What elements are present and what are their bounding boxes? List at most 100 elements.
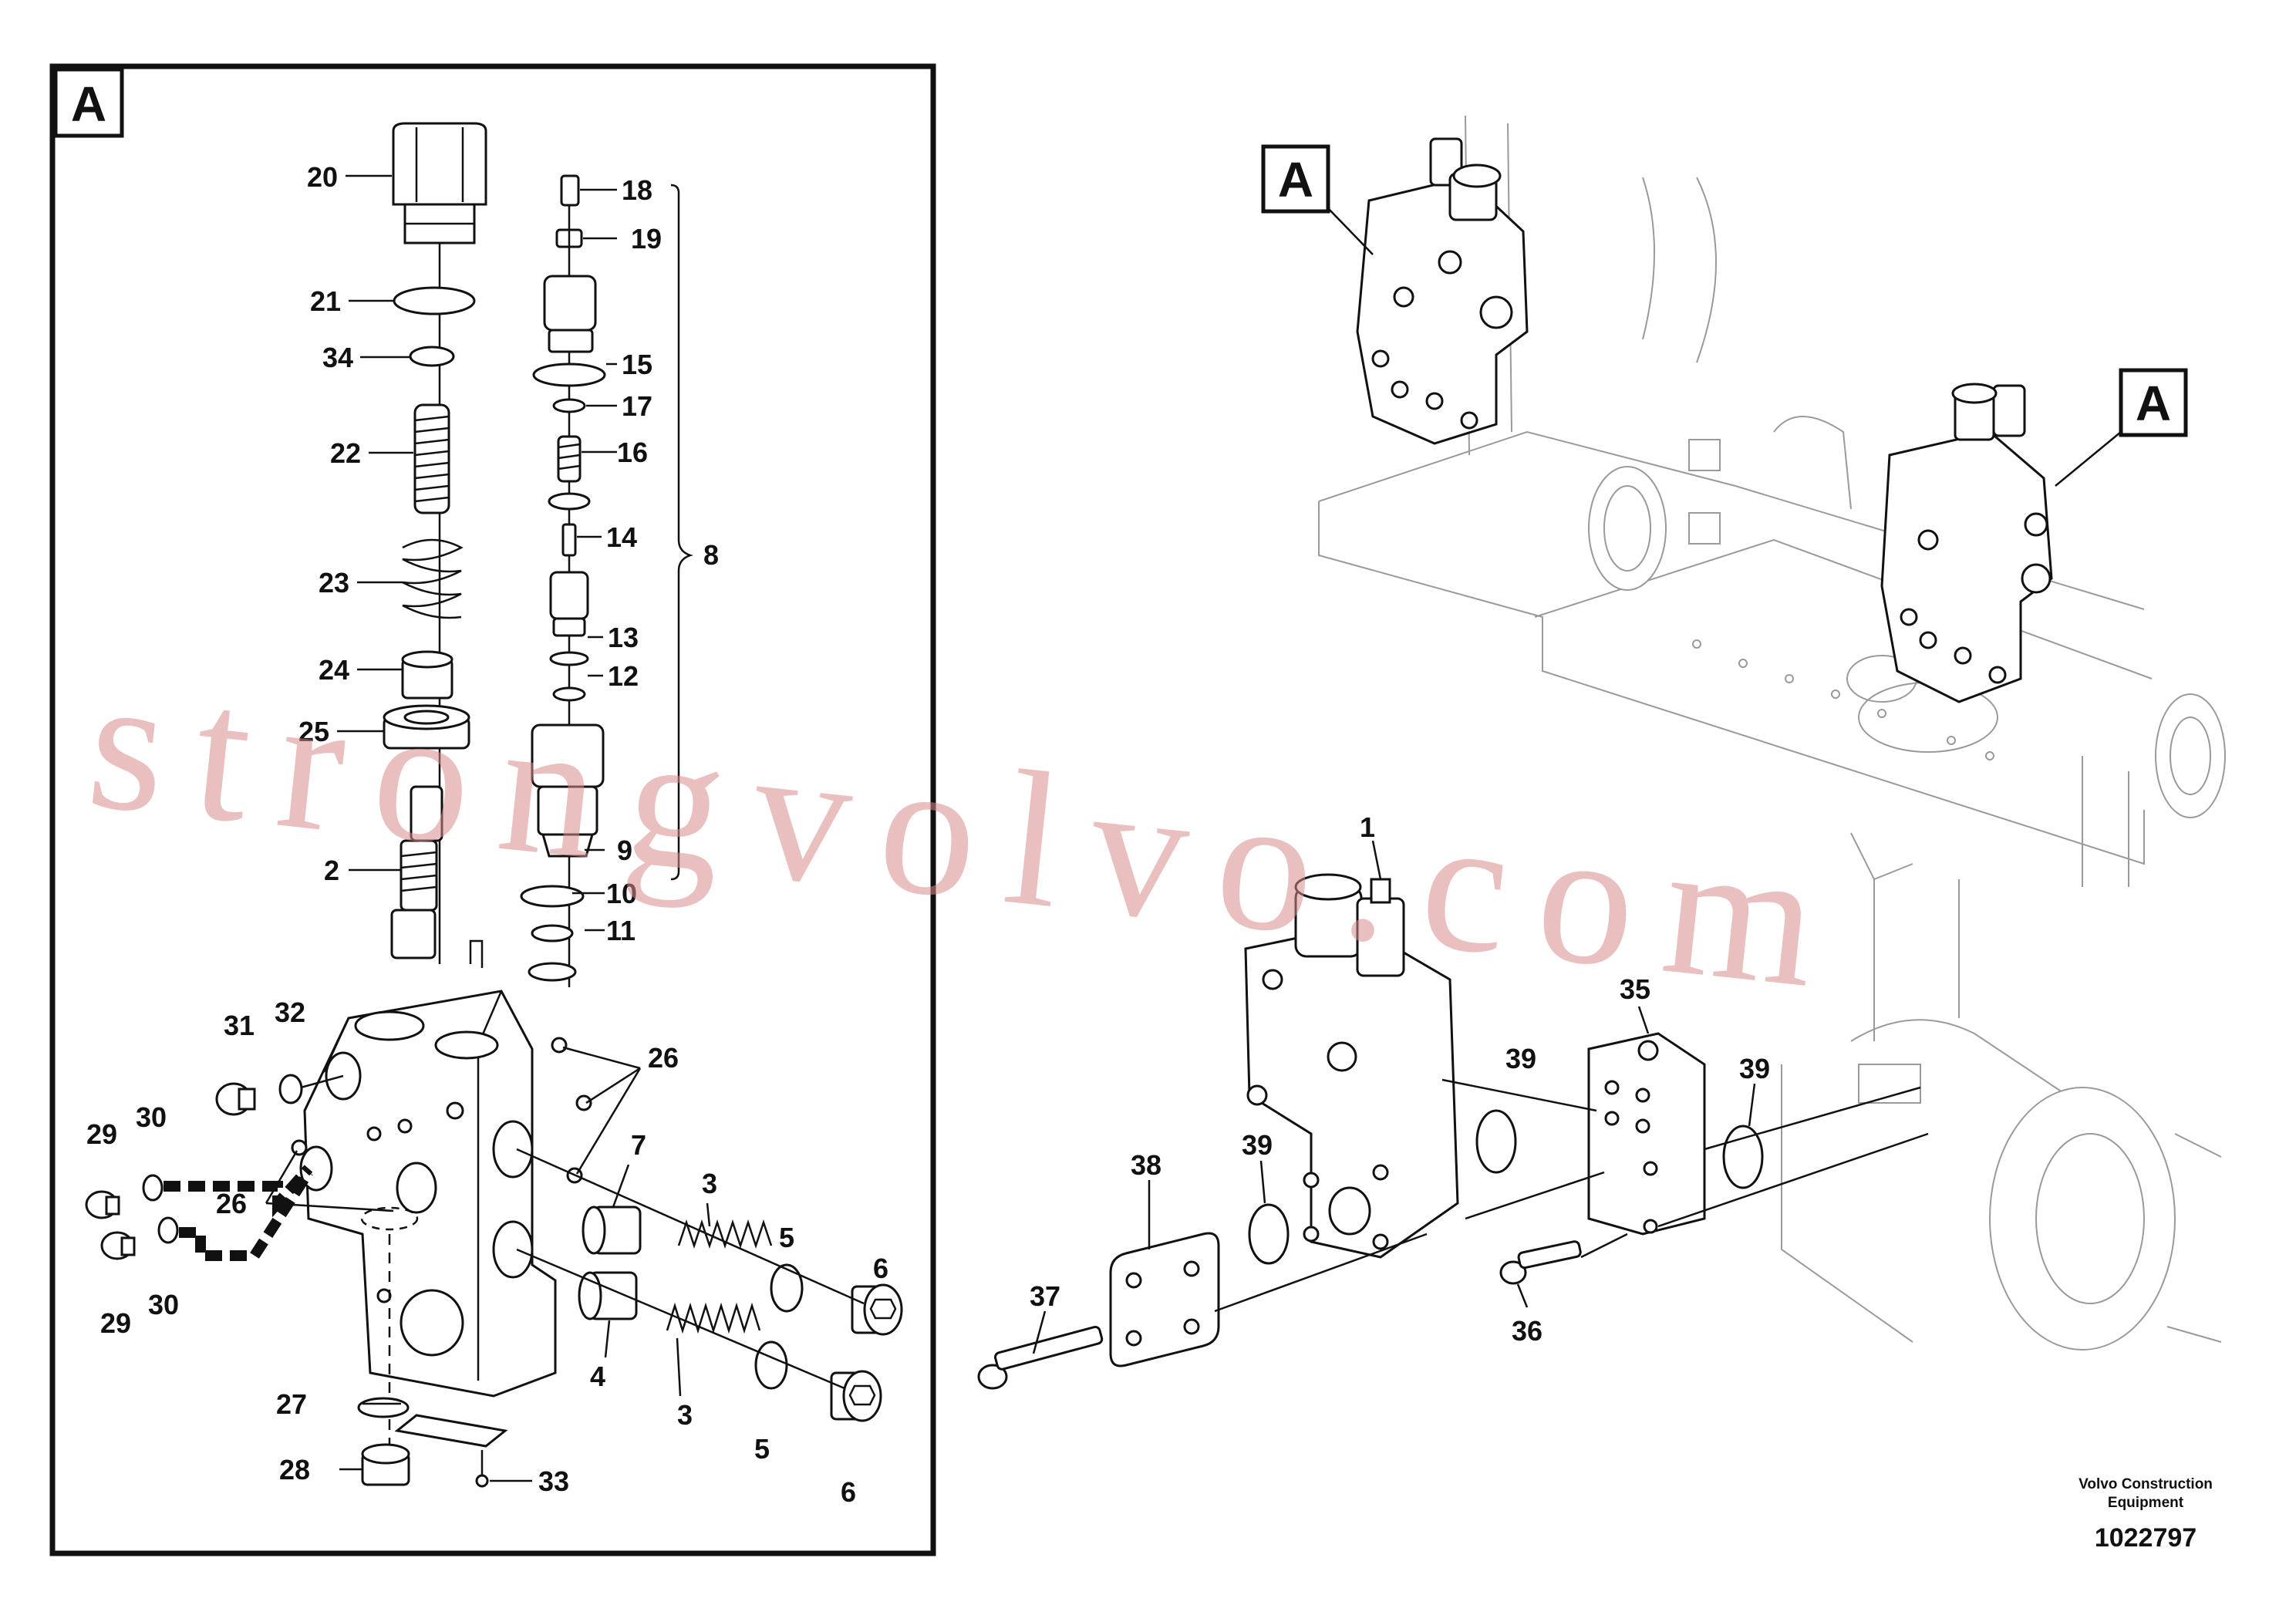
callout-37: 37: [1030, 1280, 1060, 1312]
callout-19: 19: [631, 223, 662, 255]
detail-callouts: 20 21 34 22 23 24 25 2 18 19 15 17 16 14…: [86, 161, 888, 1508]
callout-13: 13: [608, 622, 639, 653]
oring-39c: [1248, 1203, 1290, 1265]
ring-25: [383, 704, 470, 750]
spring-3a: [677, 1219, 773, 1249]
callout-7: 7: [631, 1129, 646, 1161]
lower-leader-lines: [1032, 840, 1929, 1354]
callout-6b: 6: [841, 1476, 856, 1508]
lower-callouts: 1 35 39 39 39 38 37 36: [1030, 811, 1770, 1347]
oring-39a: [1475, 1109, 1517, 1174]
callout-29b: 29: [100, 1307, 131, 1339]
link-29b: [179, 1169, 313, 1261]
poppet-2: [390, 785, 443, 959]
callout-2: 2: [324, 855, 339, 886]
callout-39b: 39: [1739, 1053, 1770, 1084]
plug-29b: [100, 1231, 136, 1260]
callout-20: 20: [307, 161, 338, 193]
spring-14: [561, 523, 577, 557]
plug-28: [361, 1443, 410, 1486]
leader-lines: [337, 174, 711, 1482]
callout-23: 23: [319, 567, 349, 599]
footer-company-line2: Equipment: [2108, 1495, 2184, 1511]
oring-5b: [754, 1340, 788, 1390]
oring-11: [528, 962, 577, 982]
footer-drawing-number: 1022797: [2095, 1523, 2197, 1553]
svg-text:A: A: [1278, 152, 1313, 207]
callout-12: 12: [608, 660, 639, 692]
pin-18: [560, 174, 580, 207]
valve-section-1: [1244, 873, 1459, 1259]
oring-5a: [770, 1263, 804, 1313]
screws-26: [291, 1037, 592, 1184]
oring-27: [357, 1397, 410, 1418]
callout-38: 38: [1131, 1149, 1161, 1181]
washer-30a: [142, 1174, 164, 1202]
callout-34: 34: [322, 342, 353, 373]
spring-23: [402, 538, 464, 619]
ring-12: [552, 686, 586, 702]
plug-31: [215, 1082, 256, 1116]
oring-17: [552, 398, 586, 413]
callout-17: 17: [622, 390, 652, 422]
washer-32: [278, 1074, 303, 1104]
valve-block: [299, 939, 557, 1481]
plate-38: [1109, 1232, 1220, 1367]
callout-5a: 5: [779, 1222, 794, 1253]
callout-16: 16: [617, 437, 648, 468]
callout-8: 8: [703, 539, 719, 571]
footer-company-line1: Volvo Construction: [2079, 1476, 2213, 1492]
callout-3a: 3: [702, 1168, 717, 1199]
bolt-36: [1499, 1240, 1582, 1285]
callout-31: 31: [224, 1010, 255, 1041]
plug-6b: [830, 1370, 882, 1422]
ring-10: [531, 924, 574, 943]
callout-5b: 5: [754, 1433, 770, 1465]
detail-tag-box: [53, 67, 124, 138]
valve-overview-2: [1880, 383, 2053, 703]
callout-30b: 30: [148, 1289, 179, 1320]
callout-1: 1: [1360, 811, 1375, 843]
spool: [549, 571, 589, 637]
piston-4: [578, 1271, 638, 1320]
bracket-8: [670, 184, 693, 881]
overview-tag-1: A: [1261, 144, 1374, 255]
ring-34: [409, 346, 455, 367]
callout-14: 14: [606, 521, 637, 553]
leader-26a: [562, 1046, 642, 1175]
callout-11: 11: [606, 915, 636, 946]
washer-30b: [157, 1216, 179, 1244]
callout-18: 18: [622, 174, 652, 206]
callout-4: 4: [590, 1361, 605, 1392]
callout-30a: 30: [136, 1101, 167, 1133]
callout-26a: 26: [648, 1042, 679, 1074]
spring-16: [557, 435, 582, 483]
oring-9: [520, 885, 585, 908]
spring-22: [413, 403, 450, 514]
bolt-37: [977, 1325, 1104, 1390]
plug-29a: [85, 1190, 120, 1219]
detail-tag: A: [71, 76, 106, 132]
callout-33: 33: [538, 1465, 569, 1497]
callout-26b: 26: [216, 1188, 247, 1219]
callout-35: 35: [1620, 973, 1650, 1005]
callout-32: 32: [275, 996, 305, 1028]
callout-27: 27: [276, 1388, 307, 1420]
svg-text:A: A: [2136, 376, 2171, 431]
oring-13: [549, 651, 589, 666]
link-29a: [164, 1165, 313, 1218]
piston-7: [582, 1206, 642, 1255]
callout-21: 21: [310, 285, 341, 317]
callout-28: 28: [279, 1454, 310, 1485]
callout-9: 9: [617, 835, 632, 866]
watermark: strongvolvo.com: [79, 634, 1856, 1031]
cap-20: [392, 122, 487, 244]
cartridge-body: [531, 723, 605, 858]
detail-frame: [49, 63, 936, 1556]
callout-3b: 3: [677, 1399, 693, 1431]
oring-15: [532, 363, 606, 387]
valve-overview-1: [1356, 137, 1529, 445]
callout-15: 15: [622, 349, 652, 380]
plate-33: [394, 1414, 508, 1448]
